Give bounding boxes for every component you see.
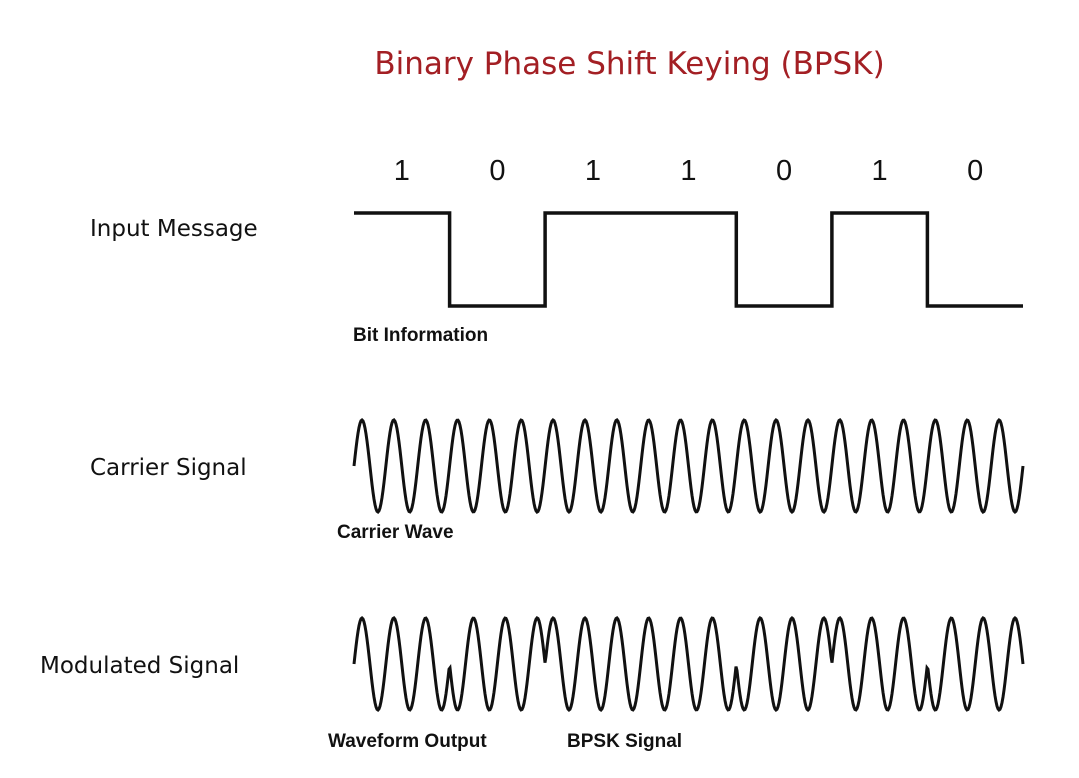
bit-label: 0 [489, 155, 505, 187]
waveform-output-caption: Waveform Output [328, 731, 487, 752]
bpsk-signal-caption: BPSK Signal [567, 731, 683, 752]
input-message-square-wave [354, 211, 1023, 308]
carrier-wave-caption: Carrier Wave [337, 522, 454, 543]
bit-label: 0 [776, 155, 792, 187]
modulated-signal-label: Modulated Signal [40, 653, 240, 679]
input-message-label: Input Message [90, 216, 258, 242]
carrier-wave-path [352, 417, 1025, 515]
bit-label: 1 [680, 155, 696, 187]
bit-information-caption: Bit Information [353, 325, 489, 346]
carrier-signal-label: Carrier Signal [90, 455, 247, 481]
bit-label: 1 [585, 155, 601, 187]
bit-label: 1 [394, 155, 410, 187]
bit-label: 0 [967, 155, 983, 187]
modulated-wave-path [352, 615, 1025, 713]
bit-labels: 1 0 1 1 0 1 0 [394, 155, 984, 187]
page-title: Binary Phase Shift Keying (BPSK) [374, 46, 885, 82]
bit-label: 1 [872, 155, 888, 187]
